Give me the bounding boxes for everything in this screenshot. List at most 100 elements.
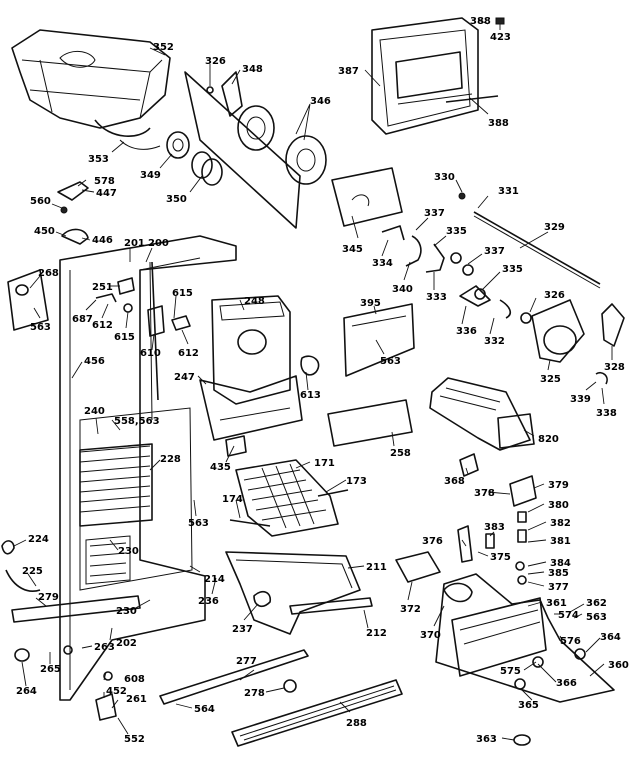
label-230-lower: 230 (116, 606, 137, 617)
evaporator-228 (79, 443, 153, 585)
label-335-upper: 335 (446, 226, 467, 237)
label-384: 384 (550, 558, 571, 569)
label-335-lower: 335 (502, 264, 523, 275)
label-362: 362 (586, 598, 607, 609)
shield-372 (395, 551, 441, 583)
label-263: 263 (94, 642, 115, 653)
icemaker-820 (429, 377, 535, 451)
label-610: 610 (140, 348, 161, 359)
label-388-bottom: 388 (488, 118, 509, 129)
label-361: 361 (546, 598, 567, 609)
label-248: 248 (244, 296, 265, 307)
label-278: 278 (244, 688, 265, 699)
label-377: 377 (548, 582, 569, 593)
auger-panel-346-348 (184, 71, 327, 229)
label-450: 450 (34, 226, 55, 237)
label-558-563: 558,563 (114, 416, 160, 427)
mount-plate-345 (331, 167, 403, 227)
label-366: 366 (556, 678, 577, 689)
label-446: 446 (92, 235, 113, 246)
compressor-plate-360 (435, 573, 615, 746)
label-333: 333 (426, 292, 447, 303)
label-612-left: 612 (92, 320, 113, 331)
label-214: 214 (204, 574, 225, 585)
label-334: 334 (372, 258, 393, 269)
label-174: 174 (222, 494, 243, 505)
label-435: 435 (210, 462, 231, 473)
label-563-bracket: 563 (380, 356, 401, 367)
cover-258 (327, 399, 413, 447)
label-820: 820 (538, 434, 559, 445)
label-236: 236 (198, 596, 219, 607)
label-268: 268 (38, 268, 59, 279)
part-labels: 352 326 348 346 353 349 350 578 447 560 … (16, 16, 629, 745)
motor-325 (520, 299, 625, 385)
label-376: 376 (422, 536, 443, 547)
label-363: 363 (476, 734, 497, 745)
linkage-parts-334-340-333 (381, 225, 512, 319)
label-364: 364 (600, 632, 621, 643)
label-365: 365 (518, 700, 539, 711)
label-447: 447 (96, 188, 117, 199)
label-375: 375 (490, 552, 511, 563)
label-687: 687 (72, 314, 93, 325)
label-560: 560 (30, 196, 51, 207)
label-277: 277 (236, 656, 257, 667)
label-608: 608 (124, 674, 145, 685)
label-240: 240 (84, 406, 105, 417)
label-352: 352 (153, 42, 174, 53)
label-230-upper: 230 (118, 546, 139, 557)
hinge-bracket-452 (95, 671, 117, 721)
label-331: 331 (498, 186, 519, 197)
label-211: 211 (366, 562, 387, 573)
dispenser-housing-248-247 (199, 295, 320, 457)
label-251: 251 (92, 282, 113, 293)
label-615-lower: 615 (114, 332, 135, 343)
small-parts-368-378 (457, 453, 537, 585)
label-395-bracket: 395 (360, 298, 381, 309)
crisper-drawer-211 (225, 551, 373, 635)
label-387: 387 (338, 66, 359, 77)
label-564: 564 (194, 704, 215, 715)
label-337-upper: 337 (424, 208, 445, 219)
label-201: 201 (124, 238, 145, 249)
label-380: 380 (548, 500, 569, 511)
label-378: 378 (474, 488, 495, 499)
bracket-395 (343, 303, 415, 377)
label-225: 225 (22, 566, 43, 577)
label-353: 353 (88, 154, 109, 165)
cabinet-liner-456 (59, 235, 237, 701)
label-423: 423 (490, 32, 511, 43)
label-279: 279 (38, 592, 59, 603)
label-346: 346 (310, 96, 331, 107)
left-parts-268-224-225 (1, 269, 141, 662)
label-337-lower: 337 (484, 246, 505, 257)
label-326-top: 326 (205, 56, 226, 67)
label-265: 265 (40, 664, 61, 675)
label-575: 575 (500, 666, 521, 677)
label-576: 576 (560, 636, 581, 647)
label-200: 200 (148, 238, 169, 249)
label-329: 329 (544, 222, 565, 233)
label-264: 264 (16, 686, 37, 697)
label-212: 212 (366, 628, 387, 639)
label-456: 456 (84, 356, 105, 367)
label-288: 288 (346, 718, 367, 729)
rail-277 (159, 649, 309, 705)
label-452: 452 (106, 686, 127, 697)
small-parts-447-446 (57, 181, 89, 245)
auger-parts-349-350 (119, 131, 223, 186)
dispenser-door-387 (371, 17, 505, 135)
label-261: 261 (126, 694, 147, 705)
label-345: 345 (342, 244, 363, 255)
label-348: 348 (242, 64, 263, 75)
label-578: 578 (94, 176, 115, 187)
label-379: 379 (548, 480, 569, 491)
label-388-top: 388 (470, 16, 491, 27)
label-171: 171 (314, 458, 335, 469)
label-383: 383 (484, 522, 505, 533)
label-339: 339 (570, 394, 591, 405)
label-370: 370 (420, 630, 441, 641)
